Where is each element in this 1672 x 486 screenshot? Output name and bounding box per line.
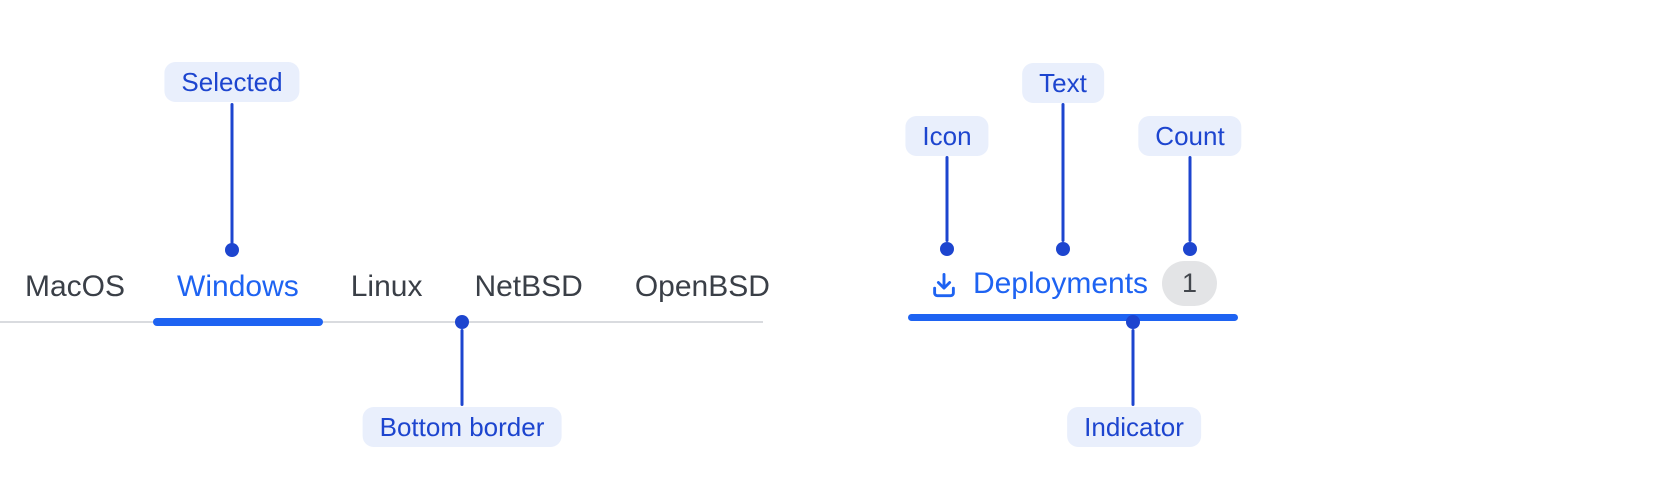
tab-label: Windows	[177, 270, 299, 303]
callout-indicator: Indicator	[1067, 407, 1201, 447]
tab-windows[interactable]: Windows	[153, 253, 323, 326]
active-tab-bottom-border	[153, 318, 323, 326]
tab-label: NetBSD	[474, 270, 583, 303]
callout-selected: Selected	[164, 62, 300, 102]
pointer-dot-text	[1056, 242, 1070, 256]
pointer-dot-indicator	[1126, 315, 1140, 329]
pointer-dot-count	[1183, 242, 1197, 256]
callout-icon: Icon	[905, 116, 989, 156]
tab-label: OpenBSD	[634, 270, 770, 303]
active-tab-indicator	[908, 314, 1238, 321]
tab-openbsd[interactable]: OpenBSD	[611, 253, 794, 321]
os-tab-bar: MacOS Windows Linux NetBSD OpenBSD	[0, 253, 770, 326]
pointer-dot-icon	[940, 242, 954, 256]
pointer-dot-selected	[225, 243, 239, 257]
deployments-tab[interactable]: Deployments 1	[908, 246, 1238, 321]
callout-count: Count	[1138, 116, 1242, 156]
pointer-line-bottom-border	[460, 329, 464, 406]
pointer-dot-bottom-border	[455, 315, 469, 329]
tab-label: MacOS	[25, 270, 126, 303]
count-badge: 1	[1162, 261, 1218, 306]
tab-netbsd[interactable]: NetBSD	[450, 253, 606, 321]
pointer-line-count	[1188, 156, 1192, 242]
callout-text: Text	[1022, 63, 1104, 103]
tab-label: Linux	[350, 270, 423, 303]
pointer-line-icon	[945, 156, 949, 242]
pointer-line-indicator	[1131, 329, 1135, 406]
callout-bottom-border: Bottom border	[362, 407, 562, 447]
download-icon	[933, 272, 955, 297]
deployments-tab-label: Deployments	[972, 266, 1149, 300]
tab-macos[interactable]: MacOS	[1, 253, 149, 321]
tab-linux[interactable]: Linux	[327, 253, 447, 321]
pointer-line-text	[1061, 103, 1065, 242]
pointer-line-selected	[230, 103, 234, 244]
